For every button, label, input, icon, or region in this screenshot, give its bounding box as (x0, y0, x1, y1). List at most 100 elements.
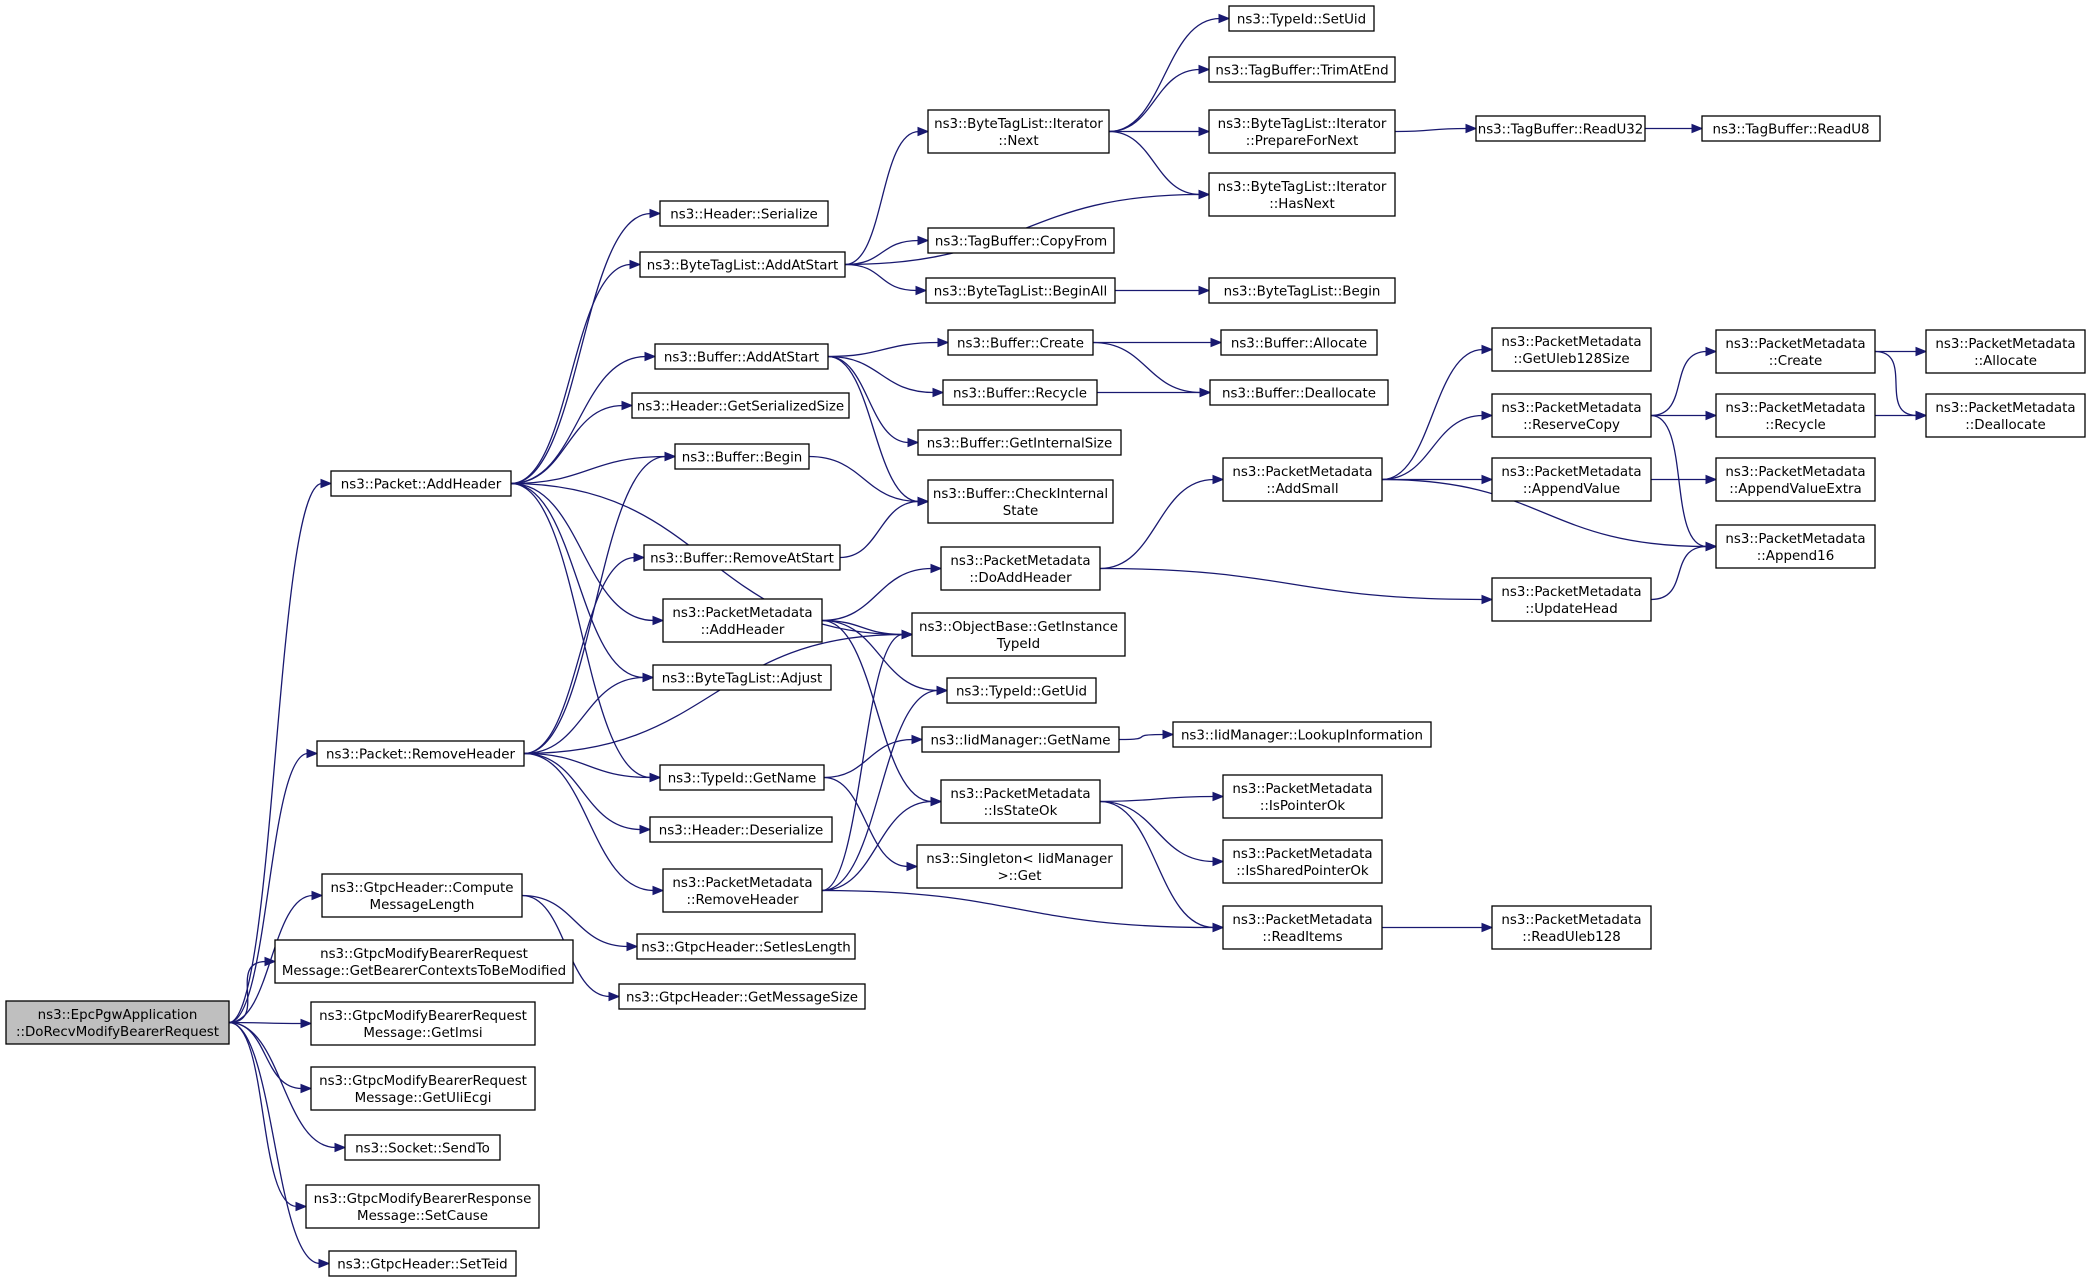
edge-arrowhead (1198, 189, 1211, 200)
node-box (1925, 393, 2086, 438)
graph-node-pm-create[interactable]: ns3::PacketMetadata::Create (1715, 329, 1876, 374)
edge-line (821, 567, 933, 622)
graph-node-p-addheader[interactable]: ns3::Packet::AddHeader (330, 470, 512, 497)
graph-node-gmbr-getuli[interactable]: ns3::GtpcModifyBearerRequestMessage::Get… (310, 1066, 536, 1111)
graph-node-typeid-getname[interactable]: ns3::TypeId::GetName (659, 764, 825, 791)
node-label-line: ::Next (998, 134, 1038, 149)
graph-node-socket-sendto[interactable]: ns3::Socket::SendTo (344, 1134, 501, 1161)
graph-node-typeid-setuid[interactable]: ns3::TypeId::SetUid (1228, 5, 1375, 32)
graph-node-pm-ispointerok[interactable]: ns3::PacketMetadata::IsPointerOk (1222, 774, 1383, 819)
graph-node-gtpc-setteid[interactable]: ns3::GtpcHeader::SetTeid (328, 1250, 517, 1277)
node-box (925, 277, 1116, 304)
graph-node-pm-append16[interactable]: ns3::PacketMetadata::Append16 (1715, 524, 1876, 569)
edge-line (1381, 478, 1708, 548)
graph-node-pm-updatehead[interactable]: ns3::PacketMetadata::UpdateHead (1491, 577, 1652, 622)
graph-node-buf-getinternalsize[interactable]: ns3::Buffer::GetInternalSize (917, 429, 1122, 456)
edge-line (523, 752, 655, 892)
graph-node-pm-appendvalueextra[interactable]: ns3::PacketMetadata::AppendValueExtra (1715, 457, 1876, 502)
graph-node-pm-reservecopy[interactable]: ns3::PacketMetadata::ReserveCopy (1491, 393, 1652, 438)
graph-node-iid-getname[interactable]: ns3::IidManager::GetName (921, 726, 1120, 753)
graph-node-pm-recycle[interactable]: ns3::PacketMetadata::Recycle (1715, 393, 1876, 438)
edge-arrowhead (901, 629, 914, 640)
graph-node-pm-getuleb128size[interactable]: ns3::PacketMetadata::GetUleb128Size (1491, 327, 1652, 372)
graph-node-pm-deallocate[interactable]: ns3::PacketMetadata::Deallocate (1925, 393, 2086, 438)
graph-node-btl-adjust[interactable]: ns3::ByteTagList::Adjust (652, 664, 832, 691)
edge-arrowhead (917, 235, 930, 246)
graph-node-iid-lookupinfo[interactable]: ns3::IidManager::LookupInformation (1172, 721, 1432, 748)
node-label-line: ns3::TagBuffer::CopyFrom (935, 235, 1107, 250)
edge-line (1381, 348, 1484, 481)
graph-node-pm-issharedpointerok[interactable]: ns3::PacketMetadata::IsSharedPointerOk (1222, 839, 1383, 884)
graph-node-pm-addheader[interactable]: ns3::PacketMetadata::AddHeader (662, 598, 823, 643)
node-box (1715, 393, 1876, 438)
graph-node-buf-removeatstart[interactable]: ns3::Buffer::RemoveAtStart (643, 544, 841, 571)
graph-node-buf-begin[interactable]: ns3::Buffer::Begin (674, 443, 810, 470)
call-edge (228, 1021, 347, 1153)
node-label-line: Message::GetImsi (363, 1026, 482, 1041)
graph-node-buf-addatstart[interactable]: ns3::Buffer::AddAtStart (654, 343, 829, 370)
graph-node-tb-readu8[interactable]: ns3::TagBuffer::ReadU8 (1701, 115, 1881, 142)
graph-node-pm-readitems[interactable]: ns3::PacketMetadata::ReadItems (1222, 905, 1383, 950)
node-label-line: ns3::IidManager::LookupInformation (1181, 729, 1423, 744)
call-edge (844, 235, 930, 266)
node-box (942, 379, 1098, 406)
edge-arrowhead (621, 400, 634, 411)
node-box (916, 844, 1123, 889)
graph-node-gtpc-getmsgsize[interactable]: ns3::GtpcHeader::GetMessageSize (618, 983, 866, 1010)
call-edge (1650, 346, 1718, 417)
graph-node-buf-deallocate[interactable]: ns3::Buffer::Deallocate (1209, 379, 1389, 406)
node-label-line: ns3::Header::Deserialize (659, 824, 823, 839)
graph-node-btl-it-hasnext[interactable]: ns3::ByteTagList::Iterator::HasNext (1208, 172, 1396, 217)
graph-node-singleton-get[interactable]: ns3::Singleton< IidManager>::Get (916, 844, 1123, 889)
graph-node-gtpc-setieslength[interactable]: ns3::GtpcHeader::SetIesLength (636, 933, 856, 960)
node-label-line: ns3::PacketMetadata (1232, 782, 1372, 797)
graph-node-pm-isstateok[interactable]: ns3::PacketMetadata::IsStateOk (940, 779, 1101, 824)
node-label-line: ns3::Buffer::Deallocate (1222, 387, 1376, 402)
graph-node-pm-doaddheader[interactable]: ns3::PacketMetadata::DoAddHeader (940, 546, 1101, 591)
graph-node-btl-it-preparefornext[interactable]: ns3::ByteTagList::Iterator::PrepareForNe… (1208, 109, 1396, 154)
edge-arrowhead (906, 861, 919, 872)
graph-node-gmbresp-setcause[interactable]: ns3::GtpcModifyBearerResponseMessage::Se… (305, 1184, 540, 1229)
graph-node-p-removeheader[interactable]: ns3::Packet::RemoveHeader (316, 740, 525, 767)
node-label-line: ns3::PacketMetadata (950, 787, 1090, 802)
graph-node-pm-readuleb128[interactable]: ns3::PacketMetadata::ReadUleb128 (1491, 905, 1652, 950)
graph-node-hdr-deserialize[interactable]: ns3::Header::Deserialize (649, 816, 833, 843)
node-label-line: ns3::ObjectBase::GetInstance (919, 620, 1118, 635)
graph-node-buf-allocate[interactable]: ns3::Buffer::Allocate (1220, 329, 1378, 356)
node-label-line: ns3::Buffer::Create (957, 337, 1084, 352)
node-label-line: ns3::TypeId::GetName (668, 772, 817, 787)
node-label-line: ns3::Buffer::Begin (682, 451, 803, 466)
graph-node-pm-removeheader[interactable]: ns3::PacketMetadata::RemoveHeader (662, 868, 823, 913)
graph-node-pm-allocate[interactable]: ns3::PacketMetadata::Allocate (1925, 329, 2086, 374)
graph-node-tb-readu32[interactable]: ns3::TagBuffer::ReadU32 (1475, 115, 1646, 142)
edge-arrowhead (1691, 123, 1704, 134)
node-label-line: ns3::GtpcHeader::GetMessageSize (626, 991, 858, 1006)
graph-node-gmbr-getimsi[interactable]: ns3::GtpcModifyBearerRequestMessage::Get… (310, 1001, 536, 1046)
graph-node-btl-beginall[interactable]: ns3::ByteTagList::BeginAll (925, 277, 1116, 304)
edge-arrowhead (664, 451, 677, 462)
call-edge (510, 208, 662, 485)
call-edge (1108, 13, 1231, 133)
edge-line (1874, 350, 1918, 417)
graph-node-btl-addatstart[interactable]: ns3::ByteTagList::AddAtStart (639, 251, 846, 278)
graph-node-hdr-serialize[interactable]: ns3::Header::Serialize (659, 200, 829, 227)
graph-node-btl-it-next[interactable]: ns3::ByteTagList::Iterator::Next (927, 109, 1110, 154)
graph-node-tb-copyfrom[interactable]: ns3::TagBuffer::CopyFrom (927, 227, 1115, 254)
graph-node-btl-begin[interactable]: ns3::ByteTagList::Begin (1208, 277, 1396, 304)
graph-node-gmbr-getbearer[interactable]: ns3::GtpcModifyBearerRequestMessage::Get… (274, 939, 574, 984)
graph-node-tb-trimatend[interactable]: ns3::TagBuffer::TrimAtEnd (1208, 56, 1396, 83)
edge-line (1118, 733, 1165, 741)
graph-node-typeid-getuid[interactable]: ns3::TypeId::GetUid (946, 677, 1097, 704)
graph-node-pm-addsmall[interactable]: ns3::PacketMetadata::AddSmall (1222, 457, 1383, 502)
graph-node-pm-appendvalue[interactable]: ns3::PacketMetadata::AppendValue (1491, 457, 1652, 502)
graph-node-hdr-getsersize[interactable]: ns3::Header::GetSerializedSize (631, 392, 850, 419)
call-edge (844, 126, 930, 266)
node-box (305, 1184, 540, 1229)
node-box (917, 429, 1122, 456)
graph-node-buf-recycle[interactable]: ns3::Buffer::Recycle (942, 379, 1098, 406)
graph-node-buf-create[interactable]: ns3::Buffer::Create (947, 329, 1094, 356)
graph-node-root[interactable]: ns3::EpcPgwApplication::DoRecvModifyBear… (5, 1000, 230, 1045)
